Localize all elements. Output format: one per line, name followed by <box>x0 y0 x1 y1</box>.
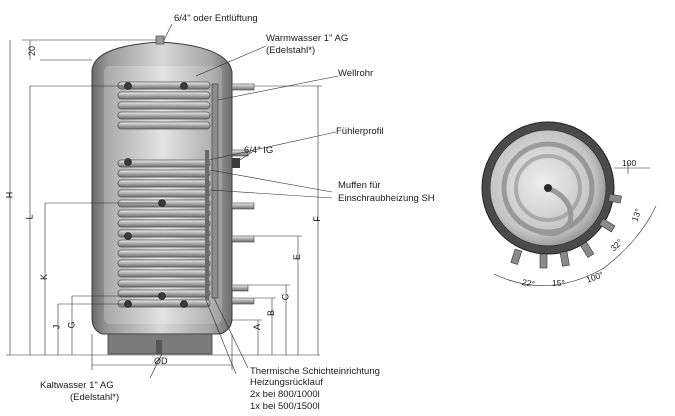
dimension-lines <box>6 39 322 370</box>
vent-label: 6/4" oder Entlüftung <box>174 13 258 24</box>
cold-water-label: Kaltwasser 1" AG <box>40 380 114 391</box>
tank-plan-view <box>481 121 657 286</box>
dim-a: A <box>252 323 263 331</box>
side-nozzles <box>231 83 255 305</box>
upper-coil <box>117 81 211 130</box>
dim-l: L <box>24 214 35 220</box>
dim-top-offset: 20 <box>27 45 38 57</box>
leader-lines <box>149 23 339 379</box>
tank-elevation <box>91 35 255 355</box>
heating-return-label: Heizungsrücklauf <box>250 377 323 388</box>
dim-diameter: ØD <box>154 356 168 366</box>
corrugated-pipe <box>211 83 219 299</box>
dim-j: J <box>51 324 62 330</box>
sleeves-label-2: Einschraubheizung SH <box>338 193 435 204</box>
dim-c: C <box>280 293 291 301</box>
cold-water-note: (Edelstahl*) <box>70 392 120 403</box>
plan-center-socket <box>544 184 552 192</box>
plan-coil-loop <box>539 185 574 237</box>
dim-h: H <box>4 191 15 199</box>
plan-angle-22: 22° <box>521 276 536 290</box>
return-qty-2: 1x bei 500/1500l <box>250 401 320 412</box>
sensor-profile-label: Fühlerprofil <box>336 126 384 137</box>
dim-f: F <box>311 216 322 222</box>
dim-b: B <box>266 309 277 317</box>
vent-stub <box>155 35 165 45</box>
plan-inner-coil-2 <box>514 154 582 222</box>
corrugated-pipe-label: Wellrohr <box>338 68 374 79</box>
hot-water-label: Warmwasser 1" AG <box>266 33 349 44</box>
dim-k: K <box>39 273 50 281</box>
dim-g: G <box>66 321 77 329</box>
ig-socket <box>232 158 240 168</box>
sensor-profile-tube <box>205 150 209 300</box>
plan-offset-label: 100 <box>622 158 637 168</box>
plan-angle-arcs <box>493 162 657 286</box>
plan-angle-15: 15° <box>552 278 565 288</box>
plan-nozzles <box>510 193 622 269</box>
ig-connection-label: 6/4" IG <box>244 145 274 156</box>
tank-base-foot <box>156 340 162 354</box>
lower-coil <box>117 159 211 308</box>
dim-e: E <box>292 253 303 261</box>
sleeves-label: Muffen für <box>338 180 381 191</box>
stratification-label: Thermische Schichteinrichtung <box>250 366 380 377</box>
hot-water-note: (Edelstahl*) <box>266 45 316 56</box>
return-qty-1: 2x bei 800/1000l <box>250 389 320 400</box>
